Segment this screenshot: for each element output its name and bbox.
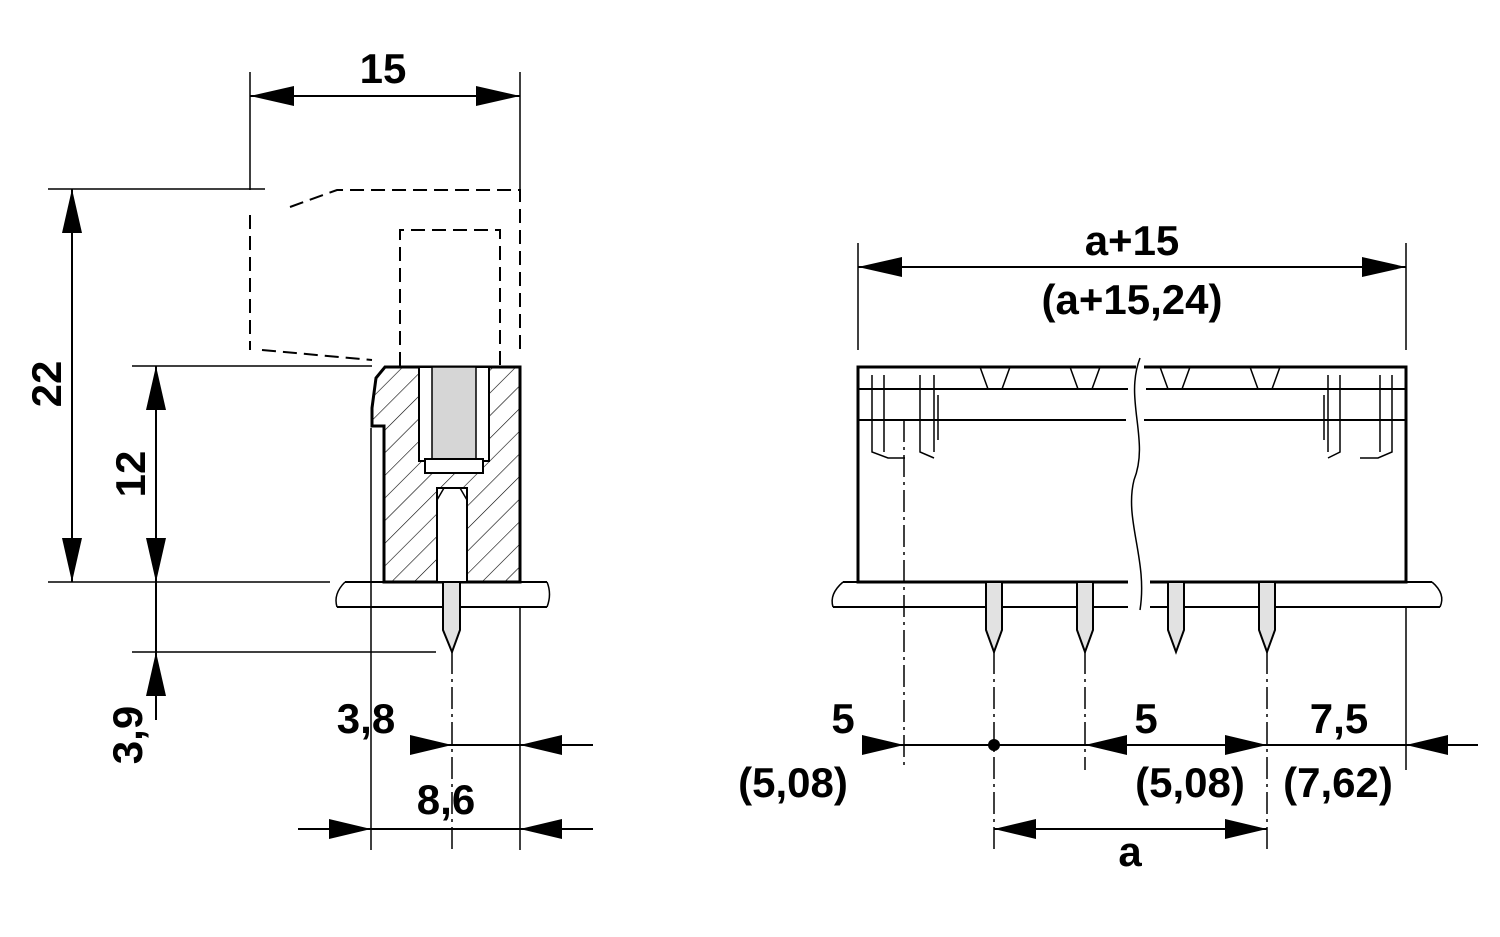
dim-width-top <box>250 86 520 106</box>
dim-span <box>994 819 1267 839</box>
side-view: 15 22 12 3,9 3,8 8,6 <box>23 45 593 850</box>
dim-overall-length <box>858 257 1406 277</box>
label-pin-length: 3,9 <box>104 706 151 764</box>
dim-body-height <box>146 366 166 582</box>
plug-outline-dashed <box>249 189 521 366</box>
label-left-margin-alt: (5,08) <box>738 759 848 806</box>
side-extension-lines <box>48 72 521 850</box>
label-right-margin: 7,5 <box>1310 695 1368 742</box>
pcb-board-front <box>831 581 1443 608</box>
label-left-margin: 5 <box>831 695 854 742</box>
pin-4 <box>1258 581 1276 655</box>
label-pitch: 5 <box>1134 695 1157 742</box>
label-base-width: 8,6 <box>417 776 475 823</box>
dim-pin-length <box>146 582 166 720</box>
pin-3 <box>1167 581 1185 655</box>
label-pin-offset: 3,8 <box>337 695 395 742</box>
label-overall-length-alt: (a+15,24) <box>1042 276 1223 323</box>
label-overall-length: a+15 <box>1085 217 1180 264</box>
dim-pin-offset <box>410 735 593 755</box>
header-body-front <box>856 357 1408 611</box>
label-body-height: 12 <box>107 451 154 498</box>
pins-front <box>985 581 1276 655</box>
dim-pitch-row <box>862 735 1478 755</box>
pin-side <box>442 581 461 655</box>
label-span: a <box>1118 828 1142 875</box>
label-pitch-alt: (5,08) <box>1135 759 1245 806</box>
pin-2 <box>1076 581 1094 655</box>
label-total-height: 22 <box>23 361 70 408</box>
pin-1 <box>985 581 1003 655</box>
label-width-top: 15 <box>360 45 407 92</box>
header-body-section <box>370 365 522 584</box>
dim-total-height <box>62 189 82 582</box>
dim-base-width <box>298 819 593 839</box>
label-right-margin-alt: (7,62) <box>1283 759 1393 806</box>
front-view: a+15 (a+15,24) 5 (5,08) 5 (5,08) 7,5 (7,… <box>738 217 1478 875</box>
